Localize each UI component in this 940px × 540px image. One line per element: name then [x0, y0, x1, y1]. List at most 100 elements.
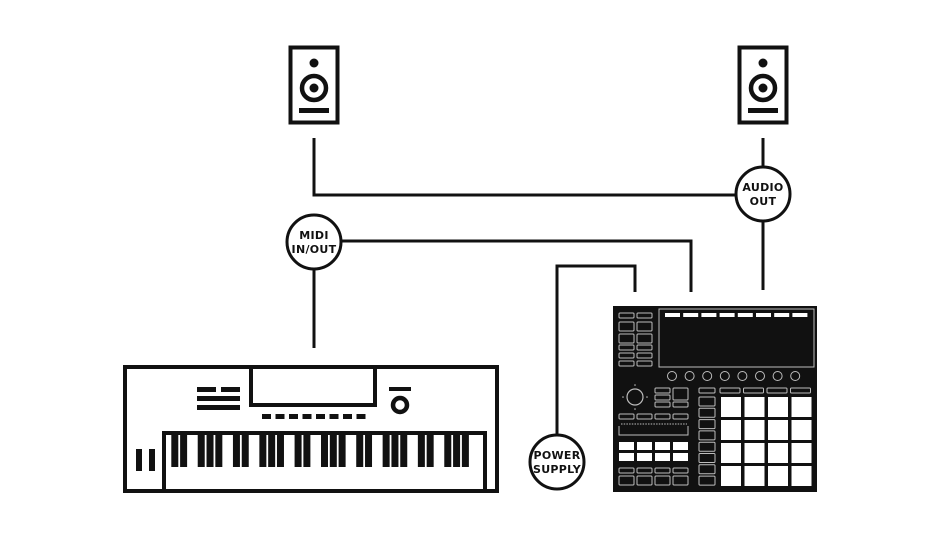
- function-button: [654, 413, 671, 420]
- keyboard-knob: [390, 395, 410, 415]
- encoder-knob: [790, 371, 801, 381]
- drum-pad: [744, 466, 765, 486]
- black-key: [461, 435, 469, 467]
- function-button: [618, 413, 635, 420]
- audio-label-line2: OUT: [750, 195, 777, 208]
- keyboard-scene-button: [289, 414, 298, 419]
- drum-pad: [721, 397, 741, 417]
- speaker-right: [737, 45, 789, 125]
- midi-label-line2: IN/OUT: [292, 243, 337, 256]
- black-key: [321, 435, 328, 467]
- keyboard-scene-button: [329, 414, 339, 419]
- jog-dot: [622, 396, 624, 398]
- pad-mode-button: [766, 387, 788, 394]
- mode-button: [636, 321, 653, 332]
- encoder-knob: [719, 371, 730, 381]
- power-label-line1: POWER: [533, 449, 580, 462]
- black-key: [197, 435, 205, 467]
- function-button: [672, 413, 689, 420]
- controller-display: [658, 308, 815, 368]
- bottom-button: [618, 467, 635, 474]
- display-button: [737, 313, 753, 317]
- bottom-button: [636, 475, 653, 486]
- keyboard-scene-buttons: [262, 414, 366, 419]
- display-button: [719, 313, 735, 317]
- mode-button: [618, 312, 635, 319]
- nav-button: [654, 401, 671, 408]
- bottom-button: [618, 475, 635, 486]
- display-button: [792, 313, 808, 317]
- keyboard-scene-button: [262, 414, 271, 419]
- nav-button: [672, 401, 689, 408]
- mode-button: [618, 352, 635, 359]
- drum-pad: [791, 443, 812, 463]
- mode-button: [636, 344, 653, 351]
- audio-out-node: AUDIO OUT: [734, 165, 792, 223]
- display-button: [701, 313, 717, 317]
- black-key: [276, 435, 284, 467]
- encoder-knob: [684, 371, 695, 381]
- pad-mode-button: [719, 387, 741, 394]
- bottom-button: [672, 467, 689, 474]
- jog-dot: [646, 396, 648, 398]
- group-button: [698, 475, 716, 486]
- touch-strip: [618, 426, 689, 436]
- group-header-button: [698, 387, 716, 394]
- nav-button: [672, 387, 689, 401]
- groove-controller-icon: [613, 306, 817, 492]
- transport-button: [655, 453, 670, 461]
- cable-midi-to-controller: [341, 239, 693, 292]
- display-button: [683, 313, 699, 317]
- keyboard: [123, 365, 499, 493]
- controller: [613, 306, 817, 492]
- mode-button: [618, 344, 635, 351]
- mode-button: [618, 333, 635, 344]
- keyboard-scene-button: [316, 414, 325, 419]
- jog-dot: [634, 408, 636, 410]
- black-key: [417, 435, 425, 467]
- pad-mode-button: [790, 387, 811, 394]
- midi-in-out-node: MIDI IN/OUT: [285, 213, 343, 271]
- encoder-knob: [755, 371, 765, 381]
- cable-power-to-controller: [555, 264, 637, 435]
- bottom-button: [654, 467, 671, 474]
- black-key: [356, 435, 364, 467]
- keyboard-display: [249, 365, 377, 407]
- drum-pad: [744, 443, 765, 463]
- encoder-knob: [702, 371, 713, 381]
- speaker-icon: [288, 45, 340, 125]
- function-button: [636, 413, 653, 420]
- drum-pad: [768, 443, 788, 463]
- black-key: [453, 435, 461, 467]
- black-key: [241, 435, 249, 467]
- black-key: [329, 435, 337, 467]
- speaker-icon: [737, 45, 789, 125]
- transport-button: [673, 453, 688, 461]
- group-button: [698, 407, 716, 418]
- group-button: [698, 430, 716, 441]
- black-key: [215, 435, 223, 467]
- drum-pad: [791, 397, 812, 417]
- drum-pad: [768, 420, 788, 440]
- nav-button: [654, 387, 671, 394]
- black-key: [268, 435, 276, 467]
- mode-button: [636, 312, 653, 319]
- transport-button: [619, 442, 634, 450]
- audio-label-line1: AUDIO: [742, 181, 783, 194]
- drum-pad: [768, 397, 788, 417]
- keyboard-scene-button: [356, 414, 366, 419]
- mode-button: [618, 360, 635, 367]
- transport-button: [673, 442, 688, 450]
- black-key: [294, 435, 302, 467]
- group-button: [698, 453, 716, 463]
- group-button: [698, 419, 716, 430]
- drum-pad: [791, 420, 812, 440]
- black-key: [426, 435, 434, 467]
- display-button: [665, 313, 680, 317]
- black-key: [232, 435, 240, 467]
- drum-pad: [744, 420, 765, 440]
- black-key: [180, 435, 188, 467]
- mode-button: [636, 352, 653, 359]
- transport-button: [637, 453, 652, 461]
